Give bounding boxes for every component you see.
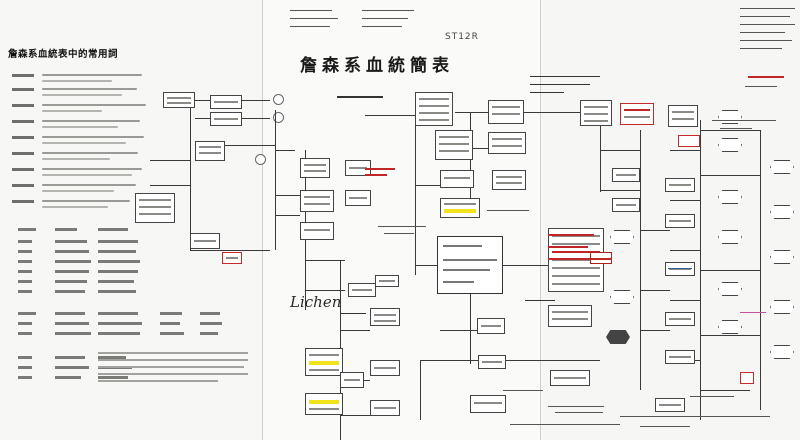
lineage-box — [190, 233, 220, 249]
glossary-term — [12, 200, 34, 203]
lineage-box — [210, 112, 242, 126]
lineage-box — [435, 130, 473, 160]
glossary-term — [12, 184, 34, 187]
branch-marker — [255, 154, 266, 165]
lineage-box — [612, 198, 640, 212]
lineage-node — [718, 230, 742, 244]
lineage-box — [348, 283, 376, 297]
chart-code-tag: ST12R — [445, 32, 479, 42]
lineage-box-annotated — [740, 372, 754, 384]
glossary-term — [12, 136, 34, 139]
lineage-node — [610, 230, 634, 244]
lineage-box — [665, 312, 695, 326]
lineage-node — [718, 110, 742, 124]
lineage-node — [770, 250, 794, 264]
lineage-box — [195, 141, 225, 161]
lineage-box — [440, 170, 474, 188]
handwritten-lichen: Lichen — [290, 293, 342, 311]
lineage-box — [548, 305, 592, 327]
lineage-box — [550, 370, 590, 386]
glossary-term — [12, 74, 34, 77]
lineage-box — [612, 168, 640, 182]
lineage-box — [478, 355, 506, 369]
lineage-box — [655, 398, 685, 412]
central-subject-box — [437, 236, 503, 294]
lineage-box — [300, 190, 334, 212]
lineage-box — [415, 92, 453, 126]
glossary-term — [12, 152, 34, 155]
lineage-box — [665, 350, 695, 364]
lineage-node — [770, 160, 794, 174]
lineage-node — [770, 345, 794, 359]
lineage-box — [370, 400, 400, 416]
lineage-node — [770, 205, 794, 219]
lineage-box — [477, 318, 505, 334]
lineage-box — [370, 308, 400, 326]
glossary-term — [12, 88, 34, 91]
lineage-node — [718, 320, 742, 334]
lineage-box — [300, 222, 334, 240]
lineage-box-highlighted — [440, 198, 480, 218]
lineage-box-annotated — [678, 135, 700, 147]
branch-marker — [273, 94, 284, 105]
lineage-box — [135, 193, 175, 223]
lineage-box — [492, 170, 526, 190]
lineage-box — [470, 395, 506, 413]
lineage-node-filled — [606, 330, 630, 344]
lineage-box — [668, 105, 698, 127]
glossary-term — [12, 168, 34, 171]
lineage-box — [488, 132, 526, 154]
lineage-box-highlighted — [305, 393, 343, 415]
lineage-node — [718, 138, 742, 152]
lineage-box — [665, 262, 695, 276]
lineage-box — [665, 178, 695, 192]
lineage-box — [340, 372, 364, 388]
lineage-box — [665, 214, 695, 228]
glossary-title: 詹森系血統表中的常用詞 — [8, 49, 119, 60]
lineage-box — [488, 100, 524, 124]
branch-marker — [273, 112, 284, 123]
chart-title: 詹森系血統簡表 — [300, 56, 454, 76]
lineage-box-annotated — [620, 103, 654, 125]
lineage-node — [718, 190, 742, 204]
lineage-box — [210, 95, 242, 109]
lineage-node — [610, 290, 634, 304]
lineage-box — [370, 360, 400, 376]
lineage-box — [163, 92, 195, 108]
lineage-box-annotated — [222, 252, 242, 264]
glossary-term — [12, 120, 34, 123]
sheet-seam-right — [540, 0, 541, 440]
lineage-box — [345, 190, 371, 206]
glossary-term — [12, 104, 34, 107]
lineage-node — [770, 300, 794, 314]
lineage-box — [375, 275, 399, 287]
lineage-node — [718, 282, 742, 296]
sheet-seam-left — [262, 0, 263, 440]
lineage-box-highlighted — [305, 348, 343, 376]
lineage-box — [580, 100, 612, 126]
lineage-box — [300, 158, 330, 178]
